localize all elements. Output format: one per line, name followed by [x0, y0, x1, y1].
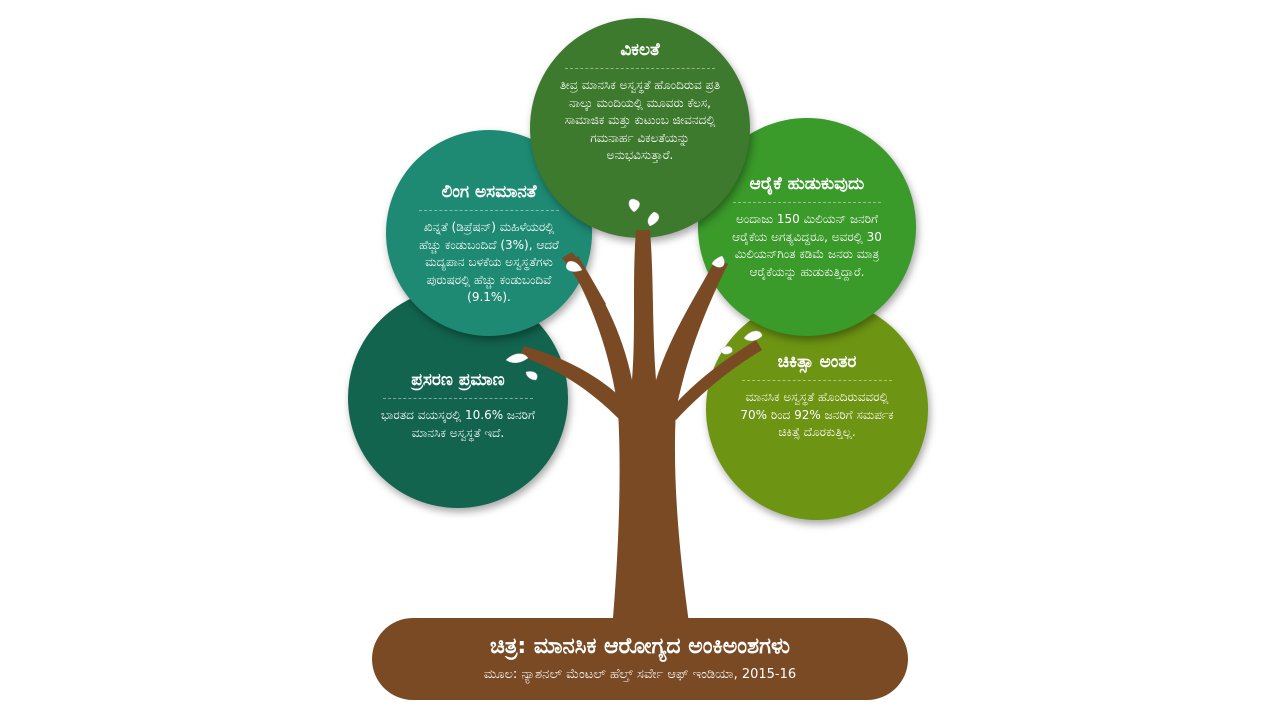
figure-title: ಚಿತ್ರ: ಮಾನಸಿಕ ಆರೋಗ್ಯದ ಅಂಕಿಅಂಶಗಳು: [490, 634, 790, 659]
circle-title: ವಿಕಲತೆ: [565, 40, 715, 70]
circle-body: ಭಾರತದ ವಯಸ್ಕರಲ್ಲಿ 10.6% ಜನರಿಗೆ ಮಾನಸಿಕ ಅಸ್…: [380, 408, 535, 440]
circle-title: ಪ್ರಸರಣ ಪ್ರಮಾಣ: [383, 370, 533, 400]
circle-body: ಅಂದಾಜು 150 ಮಿಲಿಯನ್ ಜನರಿಗೆ ಆರೈಕೆಯ ಅಗತ್ಯವಿ…: [732, 212, 882, 279]
circle-title: ಚಿಕಿತ್ಸಾ ಅಂತರ: [741, 352, 893, 382]
circle-body: ಖಿನ್ನತೆ (ಡಿಪ್ರೆಷನ್) ಮಹಿಳೆಯರಲ್ಲಿ ಹೆಚ್ಚು ಕ…: [419, 220, 559, 304]
circle-body: ತೀವ್ರ ಮಾನಸಿಕ ಅಸ್ವಸ್ಥತೆ ಹೊಂದಿರುವ ಪ್ರತಿ ನಾ…: [559, 78, 721, 162]
source-note: ಮೂಲ: ನ್ಯಾಶನಲ್ ಮೆಂಟಲ್ ಹೆಲ್ತ್ ಸರ್ವೇ ಆಫ್ ಇಂ…: [483, 667, 797, 682]
footer-banner: ಚಿತ್ರ: ಮಾನಸಿಕ ಆರೋಗ್ಯದ ಅಂಕಿಅಂಶಗಳು ಮೂಲ: ನ್…: [372, 618, 908, 700]
circle-body: ಮಾನಸಿಕ ಅಸ್ವಸ್ಥತೆ ಹೊಂದಿರುವವರಲ್ಲಿ 70% ರಿಂದ…: [740, 390, 894, 440]
circle-title: ಆರೈಕೆ ಹುಡುಕುವುದು: [732, 174, 882, 204]
circle-disability: ವಿಕಲತೆ ತೀವ್ರ ಮಾನಸಿಕ ಅಸ್ವಸ್ಥತೆ ಹೊಂದಿರುವ ಪ…: [530, 18, 750, 238]
circle-title: ಲಿಂಗ ಅಸಮಾನತೆ: [418, 182, 560, 212]
